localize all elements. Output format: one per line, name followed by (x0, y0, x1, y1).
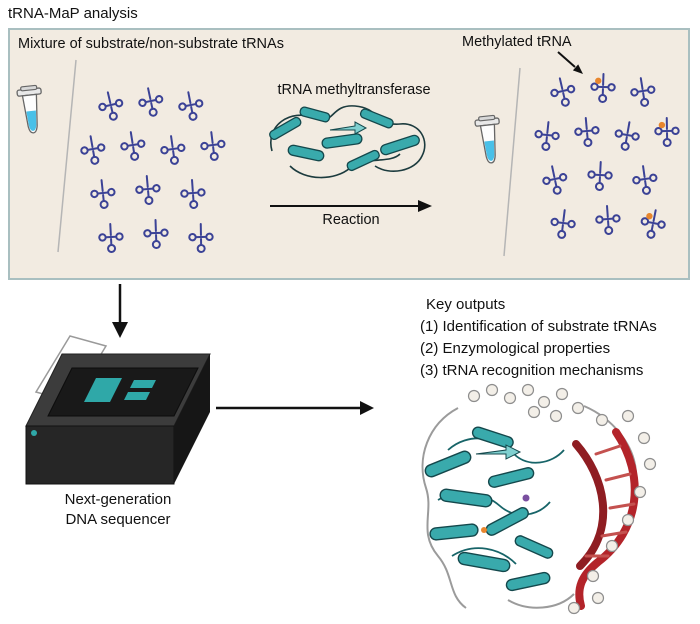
sequencer-icon (25, 335, 211, 485)
trna-icon-methylated (637, 207, 669, 241)
sequencer-front-face (25, 425, 175, 485)
trna-icon (88, 177, 118, 211)
protein-helices (424, 426, 554, 592)
divider-line-right (503, 67, 521, 257)
sequencer-label-line1: Next-generation (64, 491, 172, 508)
tube-icon-right (473, 114, 504, 165)
key-output-item: (1) Identification of substrate tRNAs (420, 318, 657, 335)
methyl-mark (646, 212, 653, 220)
trna-icon (175, 89, 207, 123)
trna-icon (188, 222, 214, 254)
trna-group-left (78, 84, 228, 254)
methyltransferase-structure (269, 105, 426, 179)
trna-icon (573, 116, 601, 148)
sequencer-label-line2: DNA sequencer (65, 511, 171, 528)
key-outputs: Key outputs (1) Identification of substr… (420, 294, 657, 382)
trna-icon (95, 88, 127, 124)
reaction-panel: Mixture of substrate/non-substrate tRNAs… (8, 28, 690, 280)
trna-icon (547, 74, 579, 110)
trna-icon (198, 129, 228, 163)
trna-icon (135, 84, 167, 120)
nucleotide-spheres (467, 383, 657, 615)
output-arrow (216, 401, 374, 415)
reaction-arrow (270, 200, 432, 212)
reaction-panel-art (15, 51, 680, 257)
trna-icon (158, 133, 188, 167)
beta-strand-arrow (475, 444, 522, 460)
trna-icon (630, 163, 660, 197)
power-light (31, 430, 37, 436)
enzyme-label: tRNA methyltransferase (277, 82, 431, 98)
trna-icon (548, 207, 578, 241)
key-outputs-title: Key outputs (426, 296, 506, 313)
trna-icon-methylated (589, 72, 617, 104)
trna-icon (612, 119, 642, 153)
trna-icon (118, 129, 148, 163)
key-outputs-list: (1) Identification of substrate tRNAs (2)… (420, 316, 657, 382)
methylated-trna-arrow (557, 51, 583, 74)
protein-rna-complex (421, 383, 657, 615)
key-output-item: (3) tRNA recognition mechanisms (420, 362, 644, 379)
methylated-trna-label: Methylated tRNA (462, 34, 572, 50)
trna-icon-methylated (654, 116, 680, 148)
screen-graphic-bar2 (124, 392, 150, 400)
trna-group-right (532, 72, 680, 241)
trna-icon (179, 178, 207, 210)
trna-icon (78, 133, 108, 167)
methyl-mark (595, 77, 602, 85)
trna-icon (586, 160, 614, 192)
divider-line-left (57, 59, 77, 253)
trna-icon (97, 222, 125, 254)
figure-title: tRNA-MaP analysis (8, 5, 138, 22)
down-arrow (112, 284, 128, 338)
trna-icon (539, 162, 571, 198)
reaction-label: Reaction (322, 212, 380, 228)
trna-icon (628, 75, 658, 109)
ligand-dot-orange (481, 527, 487, 533)
tube-icon-left (15, 84, 46, 135)
screen-graphic-bar1 (130, 380, 156, 388)
methyl-mark (658, 121, 666, 129)
trna-icon (532, 119, 562, 153)
trna-icon (142, 218, 170, 250)
mixture-label: Mixture of substrate/non-substrate tRNAs (18, 36, 284, 52)
sequencer-side-face (174, 354, 210, 484)
key-output-item: (2) Enzymological properties (420, 340, 611, 357)
ligand-dot-purple (522, 494, 530, 502)
sequencer-label: Next-generation DNA sequencer (20, 490, 216, 530)
sequencer-screen (47, 367, 199, 417)
screen-graphic-square (84, 378, 122, 402)
trna-icon (134, 174, 162, 206)
trna-icon (594, 204, 622, 236)
